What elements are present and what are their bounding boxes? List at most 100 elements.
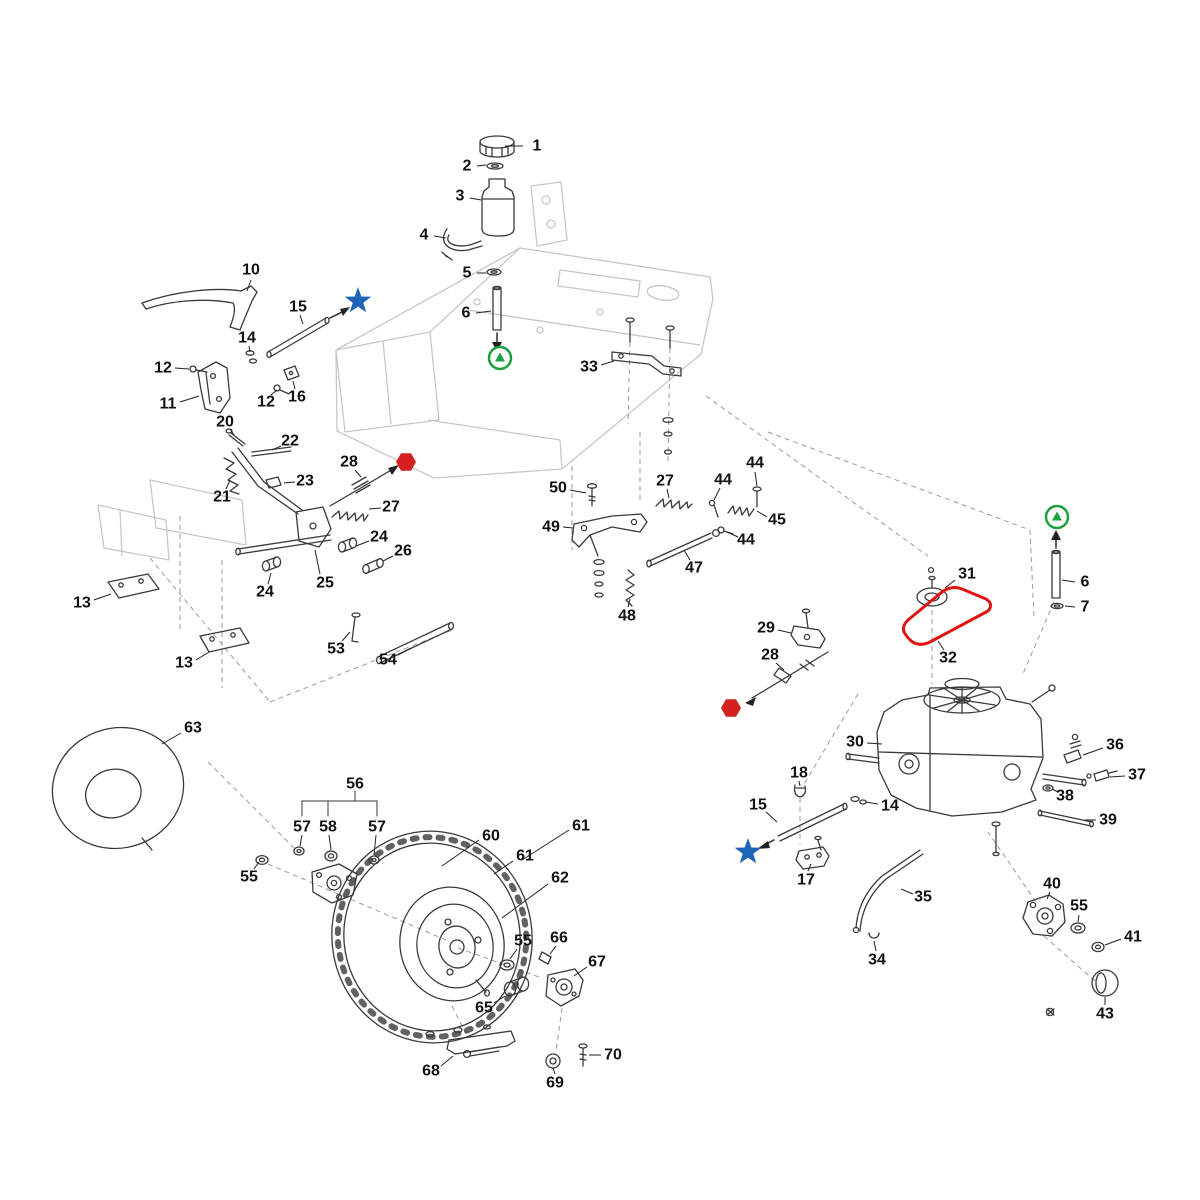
part-label-60: 60 bbox=[482, 828, 500, 845]
star-marker bbox=[734, 838, 762, 864]
chassis-frame bbox=[97, 181, 714, 561]
right-fasteners bbox=[1037, 530, 1118, 828]
part-label-66: 66 bbox=[550, 930, 568, 947]
part-label-47: 47 bbox=[685, 560, 703, 577]
leader-line-24 bbox=[267, 572, 272, 585]
part-label-6: 6 bbox=[462, 305, 471, 322]
leader-line-60 bbox=[441, 839, 480, 867]
part-label-23: 23 bbox=[296, 473, 314, 490]
part-label-32: 32 bbox=[939, 650, 957, 667]
leader-line-58 bbox=[328, 834, 332, 851]
part-label-49: 49 bbox=[542, 519, 560, 536]
leader-line-69 bbox=[552, 1067, 556, 1075]
part-label-61: 61 bbox=[516, 848, 534, 865]
leader-line-34 bbox=[873, 940, 877, 952]
leader-line-53 bbox=[341, 631, 351, 642]
diagram-markers bbox=[344, 287, 1070, 864]
part-label-27: 27 bbox=[382, 499, 400, 516]
part-label-14: 14 bbox=[881, 798, 899, 815]
leader-line-67 bbox=[573, 966, 588, 977]
part-label-38: 38 bbox=[1056, 788, 1074, 805]
part-label-16: 16 bbox=[288, 389, 306, 406]
leader-line-41 bbox=[1104, 938, 1122, 946]
part-label-44: 44 bbox=[746, 455, 764, 472]
part-label-26: 26 bbox=[394, 543, 412, 560]
part-label-22: 22 bbox=[281, 433, 299, 450]
leader-line-21 bbox=[225, 479, 231, 490]
leader-line-61 bbox=[521, 829, 570, 861]
part-label-65: 65 bbox=[475, 1000, 493, 1017]
right-wheel-hub bbox=[1022, 894, 1119, 1017]
control-rod-assembly bbox=[757, 784, 924, 939]
hexagon-marker bbox=[721, 699, 741, 717]
part-label-15: 15 bbox=[749, 797, 767, 814]
part-label-56: 56 bbox=[346, 776, 364, 793]
part-label-12: 12 bbox=[154, 360, 172, 377]
part-label-63: 63 bbox=[184, 720, 202, 737]
triangle-circle-marker bbox=[487, 345, 513, 371]
leader-line-7 bbox=[1064, 605, 1076, 608]
part-label-55: 55 bbox=[1070, 898, 1088, 915]
part-label-14: 14 bbox=[238, 330, 256, 347]
leader-line-40 bbox=[1046, 891, 1051, 900]
reservoir-assembly bbox=[441, 135, 515, 352]
leader-line-28 bbox=[354, 469, 362, 478]
leader-line-63 bbox=[161, 732, 182, 745]
part-label-57: 57 bbox=[293, 819, 311, 836]
leader-line-31 bbox=[944, 579, 956, 589]
leader-line-6 bbox=[475, 310, 492, 314]
part-label-5: 5 bbox=[463, 265, 472, 282]
leader-line-26 bbox=[382, 555, 394, 562]
part-label-7: 7 bbox=[1081, 599, 1090, 616]
belt-highlight bbox=[901, 586, 993, 646]
construction-lines bbox=[149, 341, 1097, 1053]
triangle-circle-marker bbox=[1044, 504, 1070, 530]
leader-line-13 bbox=[195, 651, 210, 661]
leader-line-15 bbox=[299, 314, 304, 325]
leader-line-44 bbox=[713, 487, 721, 501]
pedal-lever-assembly bbox=[107, 285, 455, 665]
part-label-12: 12 bbox=[257, 394, 275, 411]
part-label-37: 37 bbox=[1128, 767, 1146, 784]
leader-line-25 bbox=[314, 549, 321, 575]
leader-line-50 bbox=[569, 489, 587, 494]
part-label-35: 35 bbox=[914, 889, 932, 906]
leader-line-57 bbox=[373, 834, 377, 856]
parts-linework bbox=[51, 135, 1119, 1069]
part-label-4: 4 bbox=[420, 227, 429, 244]
leader-line-12 bbox=[174, 367, 190, 370]
leader-line-55 bbox=[1077, 914, 1080, 923]
part-label-55: 55 bbox=[240, 869, 258, 886]
part-label-11: 11 bbox=[160, 396, 177, 413]
part-label-31: 31 bbox=[958, 566, 976, 583]
part-label-36: 36 bbox=[1106, 737, 1124, 754]
leader-line-15 bbox=[765, 811, 778, 823]
leader-line-57 bbox=[299, 834, 303, 847]
leader-line-14 bbox=[865, 801, 879, 805]
part-label-28: 28 bbox=[340, 454, 358, 471]
star-marker bbox=[344, 287, 372, 313]
left-wheel-hub bbox=[255, 790, 380, 904]
leader-line-48 bbox=[627, 598, 631, 608]
leader-line-68 bbox=[440, 1055, 454, 1067]
part-label-3: 3 bbox=[456, 188, 465, 205]
part-label-29: 29 bbox=[757, 620, 775, 637]
leader-line-24 bbox=[355, 540, 370, 547]
leader-line-3 bbox=[469, 197, 482, 201]
part-label-17: 17 bbox=[797, 872, 815, 889]
leader-line-27 bbox=[368, 507, 382, 510]
part-label-24: 24 bbox=[256, 584, 274, 601]
leader-line-35 bbox=[900, 888, 914, 895]
leader-line-28 bbox=[775, 662, 785, 671]
leader-line-2 bbox=[476, 164, 487, 167]
leader-lines bbox=[93, 145, 1126, 1075]
bracket-33 bbox=[611, 317, 682, 455]
part-label-27: 27 bbox=[656, 473, 674, 490]
part-label-39: 39 bbox=[1099, 812, 1117, 829]
leader-line-33 bbox=[600, 360, 615, 366]
part-label-48: 48 bbox=[618, 608, 636, 625]
leader-line-65 bbox=[493, 995, 506, 1004]
